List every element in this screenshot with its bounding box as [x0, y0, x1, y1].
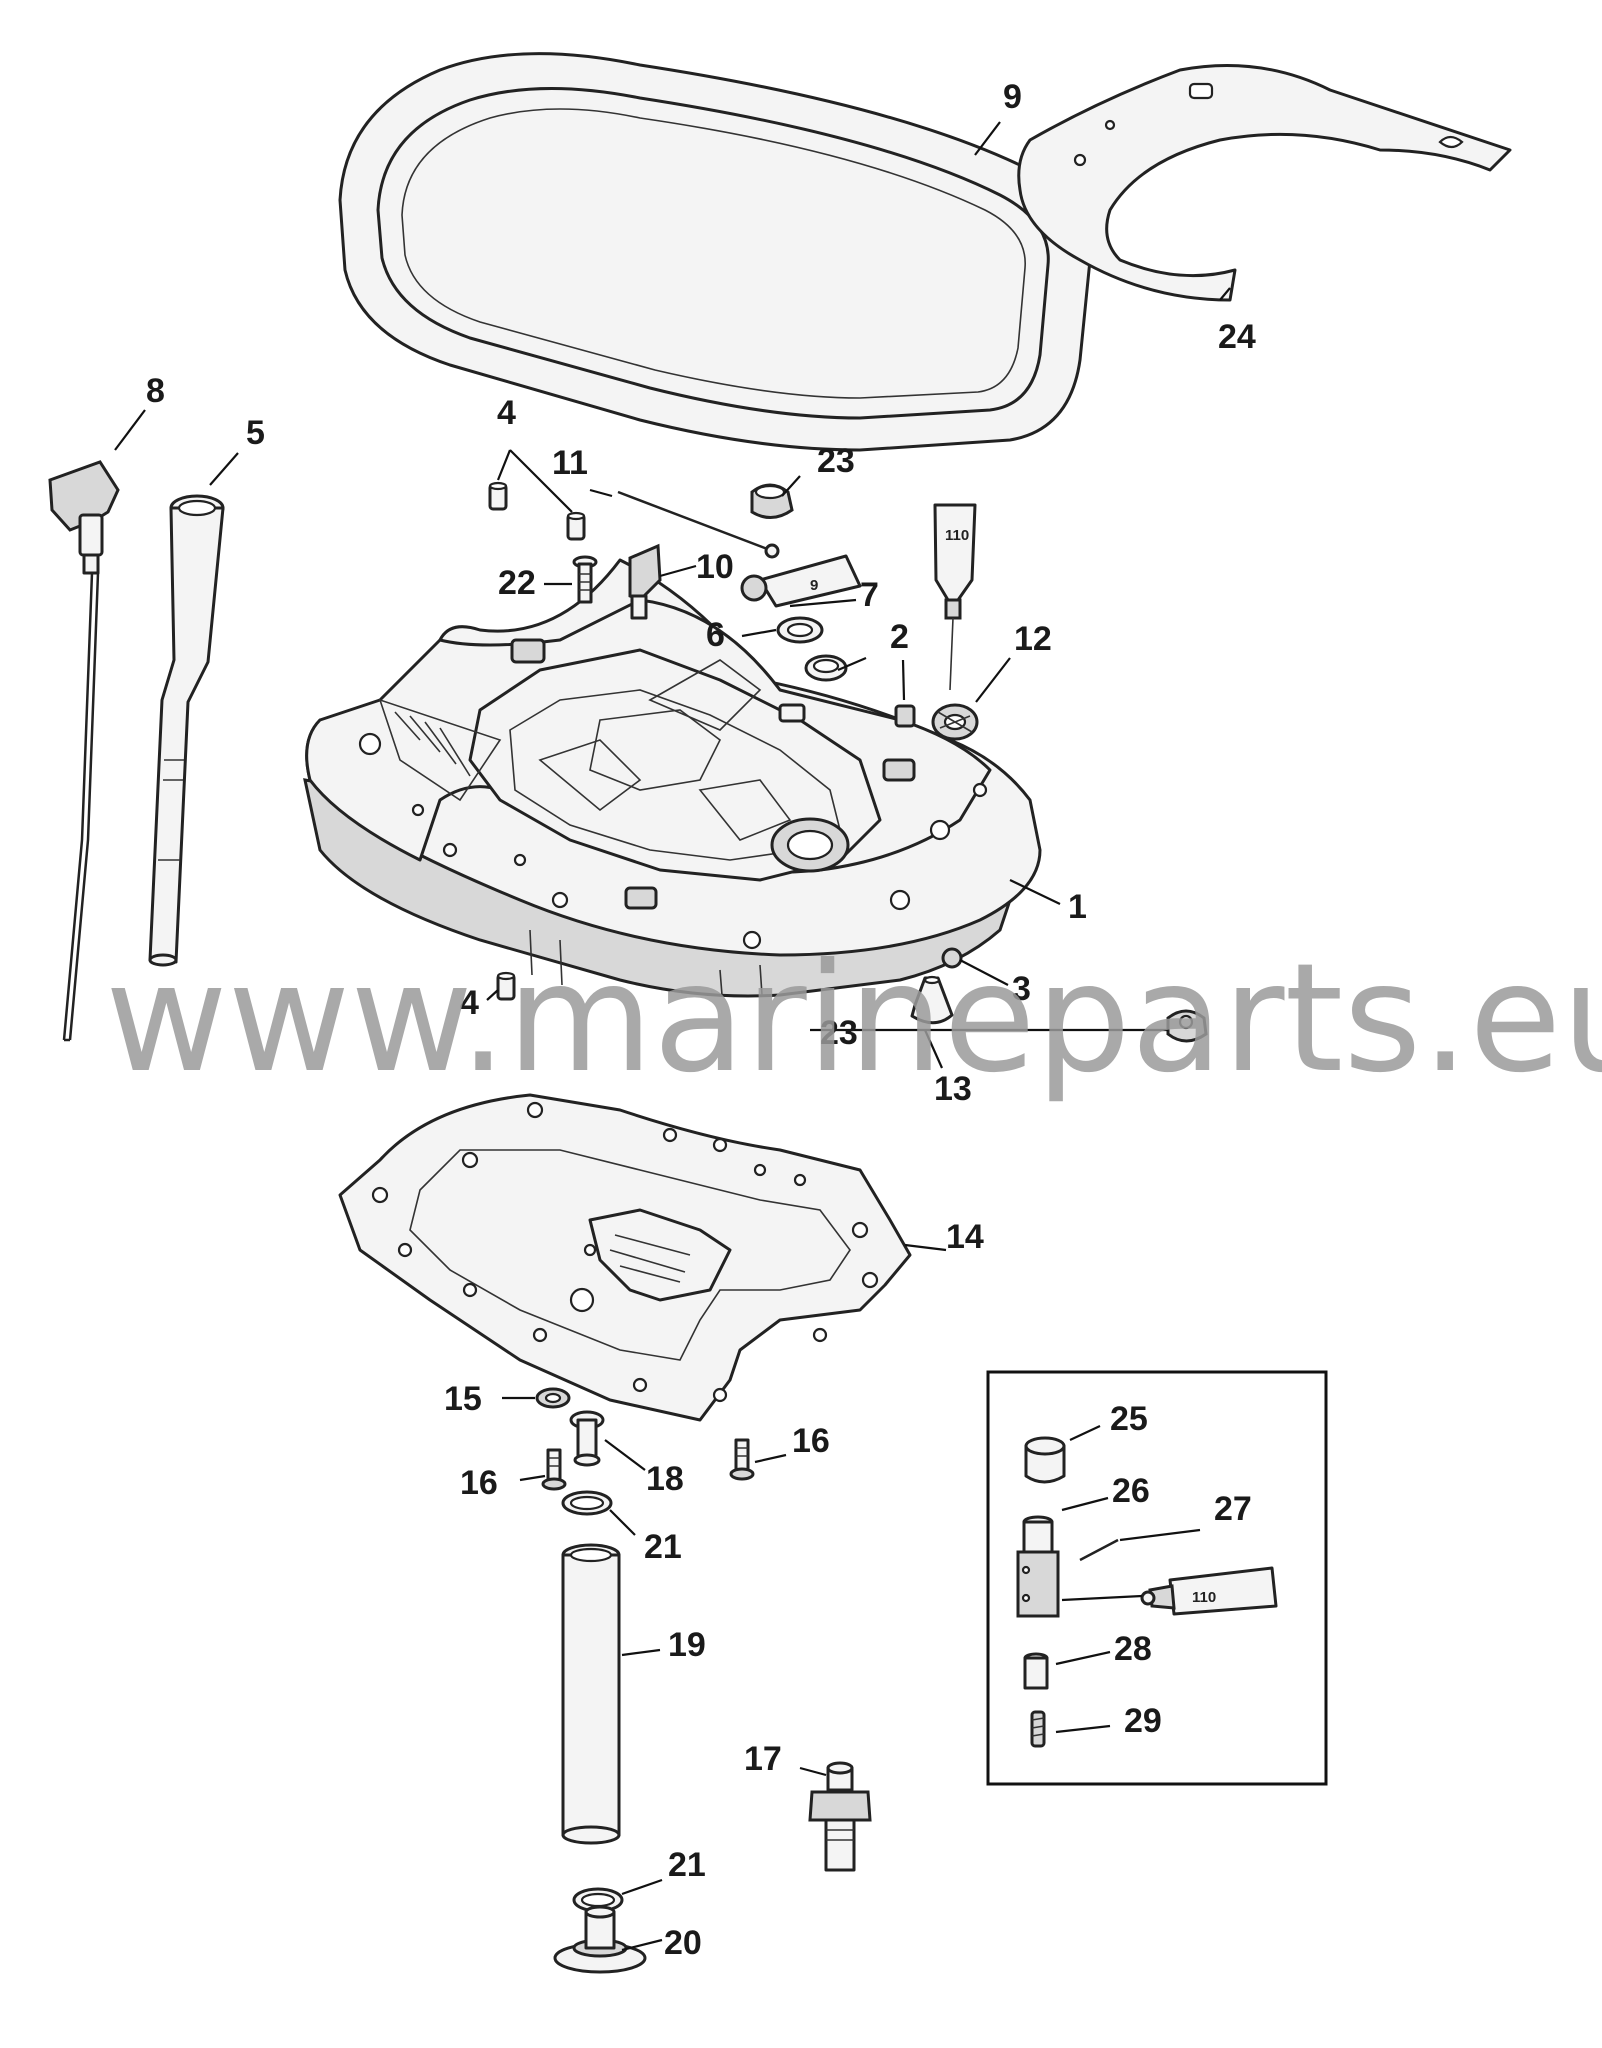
- fitting-part: [628, 543, 662, 620]
- grommet-part-upper: [750, 483, 794, 519]
- pin-part-27: [1079, 1538, 1119, 1562]
- callout-19: 19: [668, 1626, 706, 1664]
- sealant-tube-part-top: 110: [933, 503, 977, 691]
- watermark-text: www.marineparts.eu: [105, 932, 1602, 1106]
- callout-26: 26: [1112, 1472, 1150, 1510]
- connector-fitting-part: [808, 1761, 872, 1872]
- callout-15: 15: [444, 1380, 482, 1418]
- nut-part: [941, 947, 963, 969]
- callout-29: 29: [1124, 1702, 1162, 1740]
- plug-part: [894, 704, 916, 728]
- pin-part-upper: [488, 481, 586, 541]
- callout-25: 25: [1110, 1400, 1148, 1438]
- drain-fitting-part: [553, 1905, 647, 1974]
- callout-23-upper: 23: [817, 442, 855, 480]
- callout-21-lower: 21: [668, 1846, 706, 1884]
- cap-part-25: [1024, 1436, 1066, 1484]
- callout-28: 28: [1114, 1630, 1152, 1668]
- lower-gasket-part: [338, 1093, 912, 1422]
- callout-5: 5: [246, 414, 265, 452]
- adaptor-plate-part: [303, 558, 1042, 998]
- callout-7: 7: [860, 576, 879, 614]
- sealant-label-kit: 110: [1192, 1589, 1216, 1606]
- callout-17: 17: [744, 1740, 782, 1778]
- bolt-part: [572, 555, 598, 604]
- sleeve-part-28: [1023, 1652, 1049, 1690]
- callout-9: 9: [1003, 78, 1022, 116]
- hose-part: [561, 1543, 621, 1845]
- callout-24: 24: [1218, 318, 1256, 356]
- rod-part: [617, 490, 780, 559]
- spring-part-29: [1030, 1710, 1046, 1748]
- seal-ring-part: [776, 616, 824, 644]
- callout-2: 2: [890, 618, 909, 656]
- callout-27: 27: [1214, 1490, 1252, 1528]
- callout-6: 6: [706, 616, 725, 654]
- cone-grommet-part: [910, 975, 954, 1025]
- callout-1: 1: [1068, 888, 1087, 926]
- bushing-part: [569, 1410, 605, 1467]
- cup-part: [804, 654, 848, 682]
- sealant-label-top: 110: [945, 527, 969, 544]
- callout-4-upper: 4: [497, 394, 516, 432]
- callout-3: 3: [1012, 970, 1031, 1008]
- grommet-part-lower: [1166, 1009, 1208, 1043]
- clamp-part-lower: [572, 1887, 624, 1913]
- dipstick-tube-part: [148, 494, 225, 967]
- callout-16-right: 16: [792, 1422, 830, 1460]
- kit-box: [986, 1370, 1328, 1786]
- callout-23-lower: 23: [820, 1014, 858, 1052]
- callout-labels: 9 24 8 5 4 11 23 22 10 7 6 2 12 1 3 4 23…: [146, 78, 1256, 1962]
- callout-16-left: 16: [460, 1464, 498, 1502]
- seal-frame-part: [338, 52, 1092, 452]
- bolt-part-16-left: [541, 1448, 567, 1491]
- clamp-part-upper: [561, 1490, 613, 1516]
- pin-part-lower: [496, 971, 516, 1001]
- washer-part: [535, 1387, 571, 1409]
- shim-plate-part: [1017, 64, 1512, 302]
- callout-13: 13: [934, 1070, 972, 1108]
- dipstick-part: [48, 460, 120, 1042]
- body-part-26: [1016, 1515, 1060, 1618]
- callout-11: 11: [552, 444, 588, 482]
- callout-21-upper: 21: [644, 1528, 682, 1566]
- callout-10: 10: [696, 548, 734, 586]
- callout-12: 12: [1014, 620, 1052, 658]
- sealant-tube-part-kit: 110: [1140, 1566, 1278, 1616]
- strip-tube-part: 9: [740, 554, 862, 608]
- callout-20: 20: [664, 1924, 702, 1962]
- callout-14: 14: [946, 1218, 984, 1256]
- callout-22: 22: [498, 564, 536, 602]
- callout-18: 18: [646, 1460, 684, 1498]
- callout-8: 8: [146, 372, 165, 410]
- bolt-part-16-right: [729, 1438, 755, 1481]
- callout-4-lower: 4: [460, 984, 479, 1022]
- grommet-part-12: [931, 703, 979, 741]
- strip-label: 9: [810, 577, 818, 594]
- leader-lines: [114, 121, 1231, 1952]
